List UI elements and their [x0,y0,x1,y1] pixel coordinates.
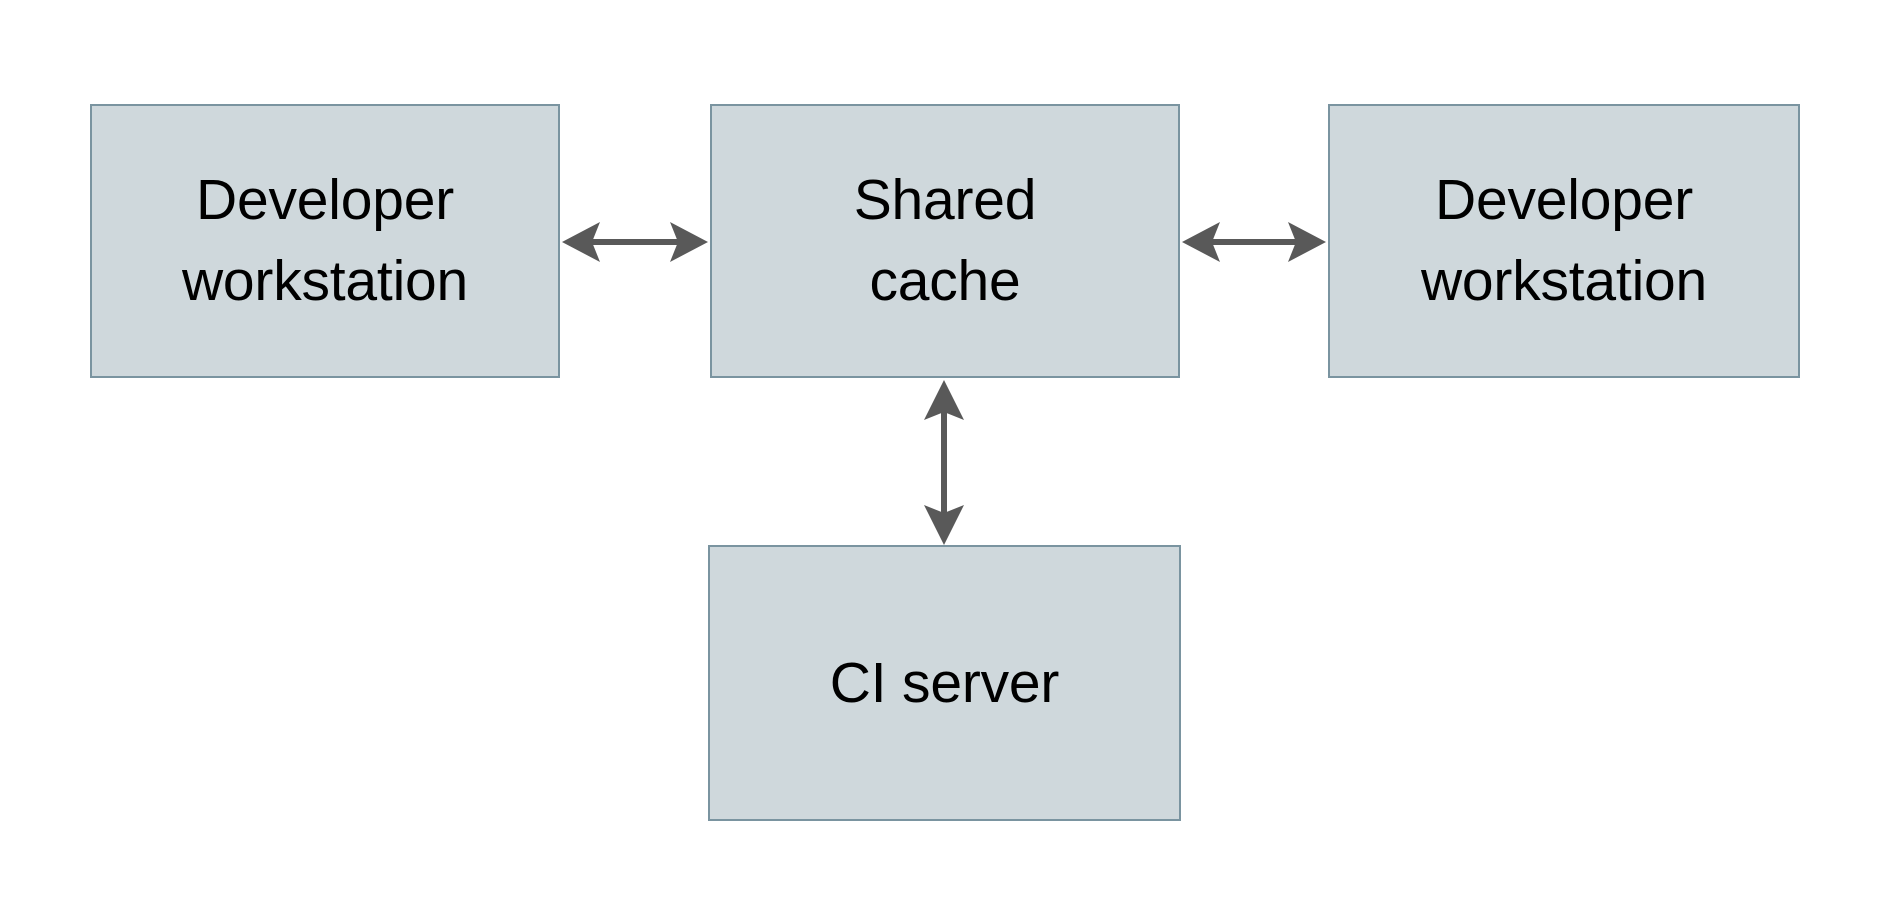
arrowhead-left [562,222,600,262]
edge-dev-left-shared [562,222,708,262]
arrowhead-up [924,380,964,420]
node-label: CI server [829,650,1060,715]
arrowhead-right [1288,222,1326,262]
arrowhead-left [1182,222,1220,262]
arrowhead-down [924,505,964,545]
node-label: Developer workstation [181,168,469,313]
node-shared-cache[interactable]: Shared cache [710,104,1180,378]
node-developer-workstation-right[interactable]: Developer workstation [1328,104,1800,378]
node-label: Developer workstation [1420,168,1708,313]
edge-shared-dev-right [1182,222,1326,262]
edge-shared-ci [924,380,964,545]
node-developer-workstation-left[interactable]: Developer workstation [90,104,560,378]
arrowhead-right [670,222,708,262]
node-ci-server[interactable]: CI server [708,545,1181,821]
node-label: Shared cache [853,168,1037,313]
